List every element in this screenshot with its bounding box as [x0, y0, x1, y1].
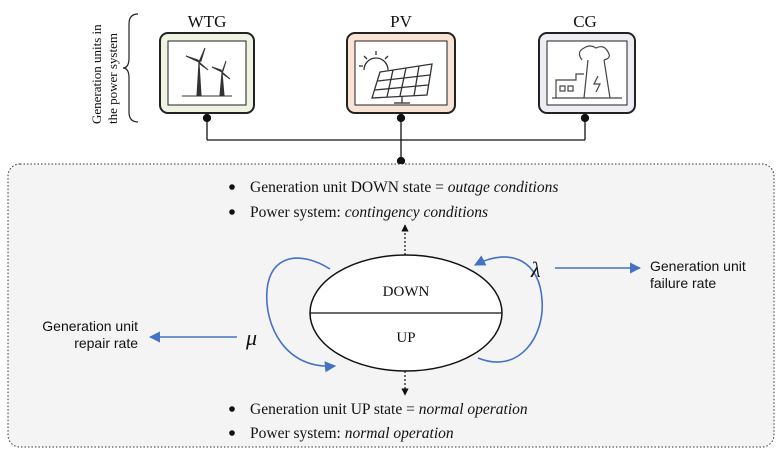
up-state-bullets: Generation unit UP state = normal operat… [229, 401, 528, 442]
unit-label-wtg: WTG [188, 12, 227, 31]
wtg-unit-box [159, 32, 255, 114]
bus-connection [202, 113, 590, 166]
cg-unit-box [538, 32, 636, 114]
side-label-line1: Generation units in [89, 24, 104, 124]
unit-label-cg: CG [573, 12, 597, 31]
curly-brace [122, 13, 139, 123]
repair-transition-arrow [265, 257, 337, 373]
lambda-symbol: λ [530, 257, 541, 282]
state-ellipse: DOWN UP [309, 254, 503, 372]
unit-label-pv: PV [390, 12, 412, 31]
up-state-label: UP [396, 330, 415, 346]
failure-transition-arrow [474, 255, 543, 363]
down-bullet-2: Power system: contingency conditions [250, 204, 488, 221]
pv-unit-box [346, 32, 456, 114]
down-bullet-1: Generation unit DOWN state = outage cond… [250, 179, 558, 196]
failure-rate-line2: failure rate [650, 275, 716, 291]
power-plant-icon [552, 45, 622, 99]
up-bullet-2: Power system: normal operation [250, 425, 454, 442]
generation-units-label: Generation units in the power system [89, 24, 120, 124]
wind-turbine-icon [182, 47, 232, 97]
down-state-label: DOWN [383, 284, 430, 300]
mu-symbol: μ [245, 325, 257, 350]
down-state-bullets: Generation unit DOWN state = outage cond… [229, 179, 558, 221]
repair-rate-line1: Generation unit [42, 318, 138, 334]
up-bullet-1: Generation unit UP state = normal operat… [250, 401, 528, 418]
failure-rate-line1: Generation unit [650, 258, 746, 274]
solar-panel-icon [359, 51, 433, 104]
repair-rate-line2: repair rate [74, 335, 138, 351]
side-label-line2: the power system [105, 33, 120, 124]
